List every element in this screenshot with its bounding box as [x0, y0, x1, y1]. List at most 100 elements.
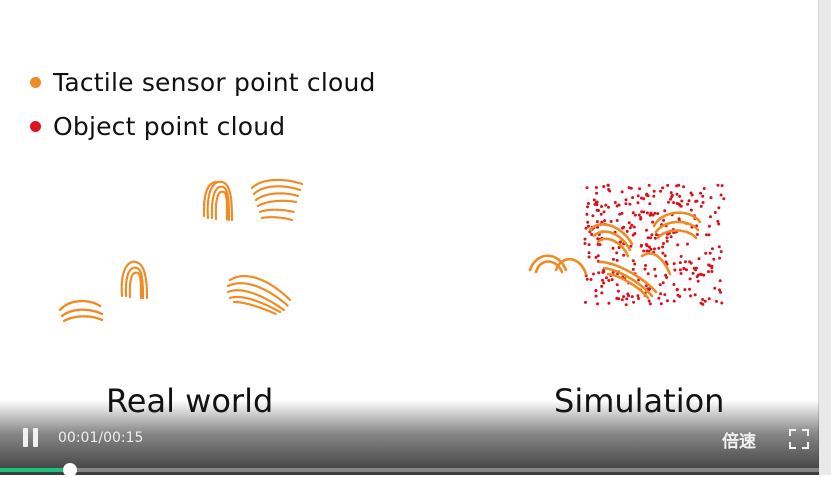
object-point: [584, 226, 588, 230]
object-point: [673, 268, 677, 272]
object-point: [589, 278, 593, 281]
object-point: [648, 302, 652, 306]
object-point: [595, 220, 599, 224]
object-point: [649, 236, 653, 240]
object-point: [583, 237, 587, 241]
object-point: [675, 288, 679, 292]
object-point: [710, 266, 714, 270]
object-point: [620, 190, 624, 194]
object-point: [645, 211, 649, 215]
object-point: [663, 254, 667, 258]
object-point: [666, 200, 670, 204]
object-point: [702, 187, 706, 190]
object-point: [651, 213, 655, 217]
object-point: [707, 224, 711, 228]
object-point: [659, 189, 663, 193]
player-controls-bar: [0, 400, 819, 475]
object-point: [662, 242, 665, 245]
object-point: [606, 183, 610, 187]
object-point: [599, 212, 603, 216]
object-point: [613, 201, 617, 204]
object-point: [689, 208, 693, 212]
object-point: [604, 203, 608, 207]
object-point: [595, 191, 599, 195]
object-point: [647, 183, 651, 187]
object-point: [701, 201, 705, 204]
object-point: [707, 270, 710, 274]
orange-dot-icon: [30, 76, 41, 88]
object-point: [620, 298, 624, 302]
pause-icon: [23, 428, 28, 447]
object-point: [661, 186, 665, 190]
object-point: [650, 233, 654, 237]
object-point: [597, 271, 601, 275]
object-point: [633, 213, 637, 217]
object-point: [631, 267, 635, 271]
object-point: [644, 243, 648, 246]
object-point: [612, 257, 615, 261]
object-point: [594, 200, 598, 204]
object-point: [657, 246, 661, 250]
object-point: [630, 223, 634, 227]
object-point: [624, 202, 628, 206]
object-point: [719, 193, 723, 197]
real-world-point-clouds: [58, 178, 304, 323]
object-point: [669, 191, 673, 195]
object-point: [611, 246, 615, 250]
object-point: [607, 205, 610, 209]
object-point: [688, 287, 691, 291]
legend-label-tactile: Tactile sensor point cloud: [53, 67, 376, 97]
object-point: [653, 267, 657, 271]
object-point: [600, 205, 603, 208]
object-point: [645, 228, 648, 232]
progress-fill: [0, 468, 70, 472]
object-point: [625, 297, 629, 301]
object-point: [607, 188, 611, 191]
playback-speed-button[interactable]: 倍速: [722, 432, 756, 452]
object-point: [602, 268, 605, 272]
object-point: [720, 184, 724, 188]
object-point: [631, 211, 635, 215]
fullscreen-button[interactable]: [788, 428, 810, 450]
object-point: [712, 257, 716, 261]
object-point: [633, 262, 637, 266]
object-point: [716, 219, 720, 223]
object-point: [636, 201, 640, 205]
frame-edge: [819, 0, 831, 475]
object-point: [720, 301, 724, 305]
object-point: [596, 302, 599, 306]
object-point: [645, 249, 649, 253]
object-point: [643, 267, 647, 271]
object-point: [688, 277, 692, 281]
object-point: [615, 258, 619, 262]
object-point: [672, 299, 676, 303]
finger-cloud: [202, 180, 234, 222]
object-point: [624, 303, 628, 307]
object-point: [594, 255, 598, 259]
object-point: [642, 249, 646, 253]
object-point: [704, 251, 708, 255]
object-point: [654, 233, 658, 237]
object-point: [653, 211, 657, 215]
object-point: [689, 294, 692, 298]
progress-handle[interactable]: [62, 463, 77, 477]
object-point: [627, 221, 631, 225]
object-point: [592, 198, 596, 202]
object-point: [677, 183, 681, 187]
object-point: [605, 276, 608, 280]
pause-button[interactable]: [20, 427, 42, 449]
object-point: [665, 239, 669, 243]
object-point: [636, 294, 640, 298]
fullscreen-icon: [789, 429, 809, 449]
object-point: [618, 212, 622, 216]
object-point: [685, 268, 688, 272]
object-point: [649, 247, 653, 251]
object-point: [617, 246, 621, 250]
object-point: [638, 187, 642, 191]
legend: Tactile sensor point cloud Object point …: [30, 60, 376, 148]
object-point: [633, 232, 637, 235]
object-point: [718, 256, 722, 260]
object-point: [617, 203, 621, 207]
progress-bar[interactable]: [0, 463, 819, 477]
